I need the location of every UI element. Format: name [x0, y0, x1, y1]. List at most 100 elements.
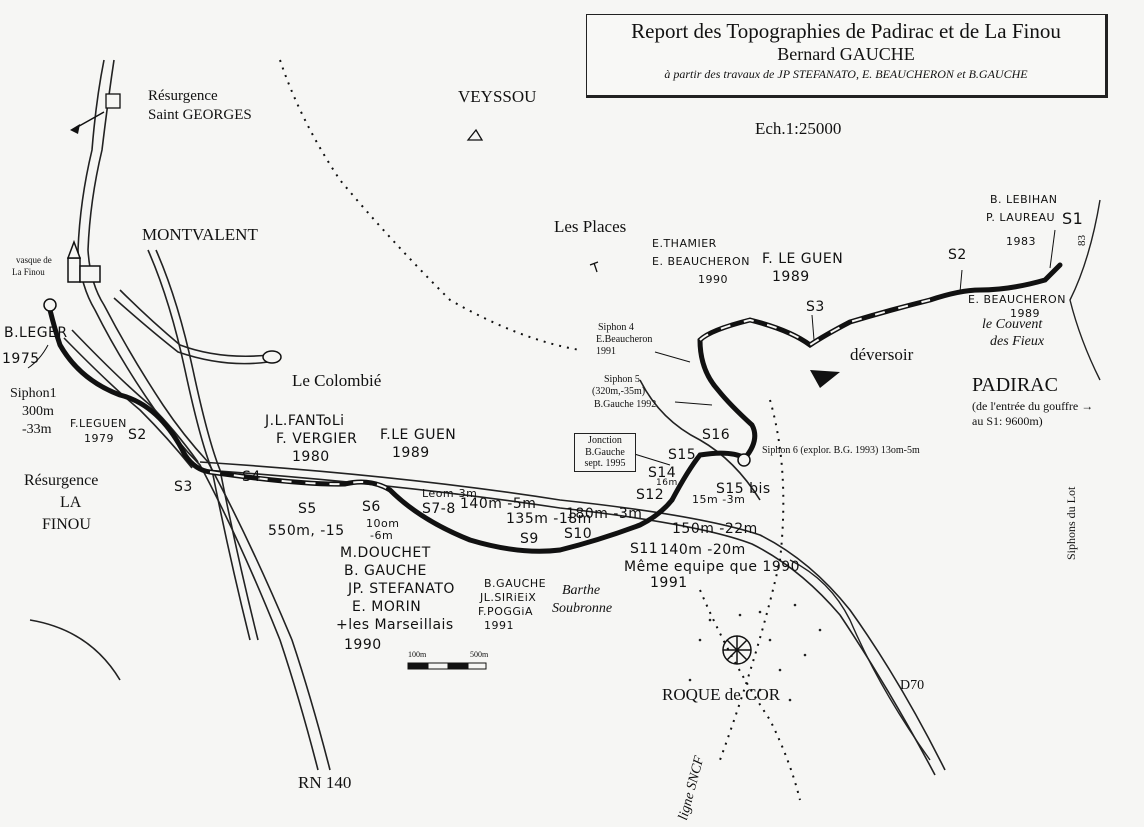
explorer-lebihan-3: 1983	[1006, 235, 1036, 248]
explorer-leger-2: 1975	[2, 351, 40, 367]
label-deversoir: déversoir	[850, 345, 914, 364]
explorer-gauche-1: B.GAUCHE	[484, 577, 547, 590]
siphon5-label-2: (320m,-35m)	[592, 386, 646, 397]
explorer-leguen-b-1: F.LE GUEN	[380, 427, 457, 443]
siphon5-label-1: Siphon 5	[604, 374, 640, 385]
siphon-s12-info: 150m -22m	[672, 521, 758, 537]
label-barthe-1: Barthe	[562, 583, 601, 598]
label-barthe-2: Soubronne	[552, 601, 613, 616]
siphon-s7-8: S7-8	[422, 501, 456, 517]
explorer-leguen-b-2: 1989	[392, 445, 430, 461]
siphon-s6: S6	[362, 499, 381, 515]
siphon1-label-3: -33m	[22, 422, 52, 437]
explorer-leguen-a-2: 1979	[84, 432, 114, 445]
siphon-s13-info: 15m -3m	[692, 493, 746, 506]
scale-bar-left: 100m	[408, 650, 427, 659]
place-le-colombie: Le Colombié	[292, 371, 382, 390]
place-les-places: Les Places	[554, 217, 627, 236]
cliff-stipple	[688, 603, 822, 702]
explorer-leger-1: B.LEGER	[4, 325, 68, 341]
explorer-leguen-a-1: F.LEGUEN	[70, 417, 127, 430]
siphon-s11: S11	[630, 541, 659, 557]
siphon-s15-bis: S15 bis	[716, 481, 771, 497]
siphon-s6-info-1: 10om	[366, 517, 400, 530]
deversoir-arrow	[810, 370, 840, 388]
church-icon	[66, 239, 101, 283]
siphon-s7-8-top: Leom-3m	[422, 487, 478, 500]
s16-marker	[737, 453, 751, 467]
explorer-douchet-6: 1990	[344, 637, 382, 653]
siphon-s2: S2	[948, 247, 967, 263]
siphon-s10-info: 180m -3m	[566, 506, 643, 522]
padirac-note-1: (de l'entrée du gouffre →	[972, 399, 1094, 413]
label-83: 83	[1076, 235, 1088, 246]
padirac-note-2: au S1: 9600m)	[972, 414, 1043, 428]
siphon1-label-1: Siphon1	[10, 386, 57, 401]
explorer-douchet-3: JP. STEFANATO	[348, 581, 455, 597]
siphon-s15: S15	[668, 447, 697, 463]
explorer-douchet-1: M.DOUCHET	[340, 545, 431, 561]
roque-wheel-icon	[722, 635, 752, 665]
jonction-box: Jonction B.Gauche sept. 1995	[574, 433, 636, 472]
road-network	[29, 59, 946, 776]
resurgence-finou-1: Résurgence	[24, 472, 99, 489]
siphon4-label-3: 1991	[596, 346, 616, 357]
siphon-s5-info: 550m, -15	[268, 523, 345, 539]
siphon-s3-finou: S3	[174, 479, 193, 495]
road-d70: D70	[900, 678, 925, 693]
siphon-s14-info: 16m	[656, 478, 678, 488]
resurgence-finou-2: LA	[60, 494, 82, 511]
map-title-box: Report des Topographies de Padirac et de…	[586, 14, 1108, 98]
vasque-label-2: La Finou	[12, 267, 45, 277]
siphon-s1: S1	[1062, 209, 1084, 228]
siphon6-label: Siphon 6 (explor. B.G. 1993) 13om-5m	[762, 445, 920, 456]
explorer-meme-1: Même equipe que 1990	[624, 559, 801, 575]
explorer-leguen-c-2: 1989	[772, 269, 810, 285]
siphon-s2-finou: S2	[128, 427, 147, 443]
explorer-fantoli-1: J.L.FANToLi	[265, 413, 345, 429]
les-places-marker	[589, 261, 599, 273]
explorer-lebihan-2: P. LAUREAU	[986, 211, 1056, 224]
siphon-s5: S5	[298, 501, 317, 517]
explorer-douchet-5: +les Marseillais	[336, 617, 454, 633]
resurgence-finou-3: FINOU	[42, 516, 91, 533]
siphon-s12: S12	[636, 487, 665, 503]
explorer-gauche-3: F.POGGiA	[478, 605, 533, 618]
explorer-leguen-c-1: F. LE GUEN	[762, 251, 844, 267]
explorer-thamier-2: E. BEAUCHERON	[652, 255, 750, 268]
leader-lines	[27, 229, 1056, 466]
scale-bar	[407, 662, 487, 670]
railway-line	[279, 59, 801, 801]
explorer-gauche-4: 1991	[484, 619, 514, 632]
vasque-label-1: vasque de	[16, 255, 52, 265]
siphon-s7-8-info: 140m -5m	[460, 496, 537, 512]
label-couvent-1: le Couvent	[982, 317, 1043, 332]
siphon-s9-info: 135m -18m	[506, 511, 592, 527]
siphon4-label-2: E.Beaucheron	[596, 334, 653, 345]
explorer-thamier-1: E.THAMIER	[652, 237, 717, 250]
colombie-marker	[262, 350, 282, 364]
siphon-s4: S4	[242, 469, 261, 485]
place-montvalent: MONTVALENT	[142, 225, 258, 244]
scale-bar-right: 500m	[470, 650, 489, 659]
siphon-s16: S16	[702, 427, 731, 443]
vasque-marker	[43, 298, 57, 312]
explorer-douchet-4: E. MORIN	[352, 599, 422, 615]
place-padirac: PADIRAC	[972, 374, 1058, 396]
explorer-fantoli-2: F. VERGIER	[276, 431, 358, 447]
siphon1-label-2: 300m	[22, 404, 54, 419]
siphon4-label-1: Siphon 4	[598, 322, 634, 333]
label-couvent-2: des Fieux	[990, 334, 1045, 349]
road-rn140: RN 140	[298, 773, 352, 792]
explorer-beaucheron-1: E. BEAUCHERON	[968, 293, 1066, 306]
siphon-s11-info: 140m -20m	[660, 542, 746, 558]
explorer-douchet-2: B. GAUCHE	[344, 563, 427, 579]
siphon-s6-info-2: -6m	[370, 529, 394, 542]
saint-georges-marker	[105, 93, 121, 109]
siphon5-label-3: B.Gauche 1992	[594, 399, 657, 410]
veyssou-marker	[466, 128, 484, 141]
map-author: Bernard GAUCHE	[777, 44, 915, 64]
jonction-line-1: Jonction	[588, 435, 622, 446]
